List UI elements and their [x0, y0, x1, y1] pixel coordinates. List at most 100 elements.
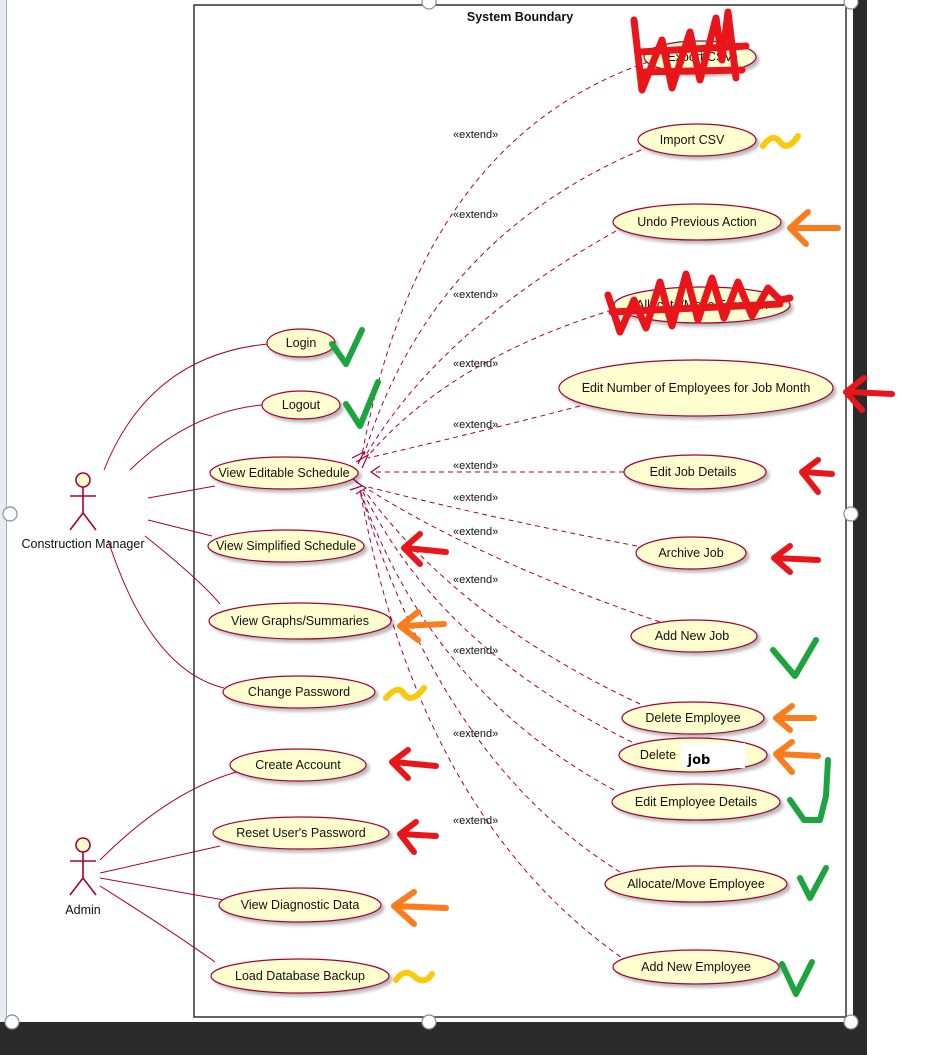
usecase-change-password-label: Change Password: [248, 685, 350, 699]
extend-label: «extend»: [453, 815, 498, 827]
extend-allocate-foreman: [367, 309, 613, 457]
usecase-add-new-job[interactable]: Add New Job: [630, 619, 758, 653]
tilde-mark: [393, 969, 435, 984]
usecase-view-graphs-summaries-label: View Graphs/Summaries: [231, 614, 369, 628]
resize-handle[interactable]: [843, 0, 859, 10]
usecase-change-password[interactable]: Change Password: [222, 675, 376, 709]
usecase-allocate-move-employee[interactable]: Allocate/Move Employee: [604, 865, 788, 903]
extend-edit-number: [367, 405, 581, 459]
extend-add-new-job: [365, 487, 661, 623]
usecase-undo-previous-action[interactable]: Undo Previous Action: [612, 203, 782, 241]
arrow-mark: [391, 889, 449, 927]
arrow-mark: [401, 531, 449, 567]
usecase-edit-employee-details[interactable]: Edit Employee Details: [611, 783, 781, 821]
resize-handle[interactable]: [421, 1014, 437, 1030]
extend-label: «extend»: [453, 289, 498, 301]
usecases-manager: Login Logout View Editable Schedule View…: [207, 328, 392, 709]
usecase-reset-users-password-label: Reset User's Password: [236, 826, 366, 840]
usecase-reset-users-password[interactable]: Reset User's Password: [212, 816, 390, 850]
actor-head: [75, 472, 91, 488]
usecase-delete-employee-label: Delete Employee: [645, 711, 740, 725]
usecase-view-diagnostic-data[interactable]: View Diagnostic Data: [218, 887, 382, 923]
usecase-load-database-backup-label: Load Database Backup: [235, 969, 365, 983]
arrow-mark: [397, 819, 439, 855]
extend-labels: «extend» «extend» «extend» «extend» «ext…: [453, 129, 498, 827]
system-boundary: [193, 4, 847, 1018]
usecase-allocate-move-employee-label: Allocate/Move Employee: [627, 877, 765, 891]
extend-arrowheads: [349, 450, 381, 495]
usecase-view-editable-schedule[interactable]: View Editable Schedule: [209, 456, 359, 490]
usecase-edit-job-details[interactable]: Edit Job Details: [623, 454, 767, 490]
extend-archive-job: [367, 486, 638, 547]
assoc-login: [103, 343, 269, 471]
assoc-change-password: [107, 539, 225, 689]
check-mark: [770, 637, 819, 679]
system-boundary-title: System Boundary: [467, 10, 573, 24]
assoc-view-graphs: [144, 535, 221, 605]
extend-label: «extend»: [453, 209, 498, 221]
usecase-create-account-label: Create Account: [255, 758, 341, 772]
extend-label: «extend»: [453, 645, 498, 657]
usecases-extensions: Export CSV Import CSV Undo Previous Acti…: [558, 40, 834, 985]
assoc-view-simplified: [147, 519, 213, 537]
actor-admin[interactable]: [69, 837, 97, 896]
image-selection-handles[interactable]: [2, 0, 859, 1030]
extend-label: «extend»: [453, 728, 498, 740]
usecase-add-new-employee-label: Add New Employee: [641, 960, 751, 974]
usecase-edit-number-of-employees-label: Edit Number of Employees for Job Month: [582, 381, 811, 395]
actor-label-construction-manager: Construction Manager: [22, 537, 145, 551]
scribble-mark: [604, 270, 794, 336]
usecase-view-diagnostic-data-label: View Diagnostic Data: [241, 898, 360, 912]
usecase-add-new-employee[interactable]: Add New Employee: [612, 949, 780, 985]
check-mark: [329, 327, 365, 367]
arrow-mark: [771, 543, 821, 575]
usecase-delete-employee[interactable]: Delete Employee: [621, 701, 765, 735]
assoc-reset-password: [99, 845, 221, 874]
usecase-view-editable-schedule-label: View Editable Schedule: [218, 466, 349, 480]
arrow-mark: [799, 457, 835, 495]
usecase-import-csv[interactable]: Import CSV: [637, 123, 757, 157]
usecase-archive-job[interactable]: Archive Job: [635, 536, 747, 570]
usecase-delete-job[interactable]: Delete job: [618, 737, 768, 773]
actor-label-admin: Admin: [65, 903, 100, 917]
scribble-mark: [630, 8, 750, 94]
usecase-load-database-backup[interactable]: Load Database Backup: [210, 958, 390, 994]
usecase-edit-number-of-employees[interactable]: Edit Number of Employees for Job Month: [558, 359, 834, 417]
usecase-view-simplified-schedule[interactable]: View Simplified Schedule: [207, 529, 365, 563]
extend-label: «extend»: [453, 574, 498, 586]
assoc-create-account: [99, 770, 241, 861]
check-mark: [797, 865, 829, 901]
arrow-mark: [773, 739, 821, 775]
usecase-add-new-job-label: Add New Job: [655, 629, 729, 643]
actor-construction-manager[interactable]: [69, 472, 97, 531]
usecase-edit-job-details-label: Edit Job Details: [650, 465, 737, 479]
resize-handle[interactable]: [843, 1014, 859, 1030]
extend-dependencies: [359, 61, 661, 963]
extend-allocate-employee: [359, 489, 621, 873]
extend-undo: [365, 230, 617, 456]
resize-handle[interactable]: [4, 1014, 20, 1030]
manager-associations: [103, 343, 269, 689]
extend-label: «extend»: [453, 460, 498, 472]
assoc-view-diagnostic: [99, 877, 225, 901]
arrow-mark: [773, 703, 817, 733]
usecase-undo-previous-action-label: Undo Previous Action: [637, 215, 757, 229]
usecase-create-account[interactable]: Create Account: [229, 748, 367, 782]
usecase-login[interactable]: Login: [266, 328, 336, 358]
usecase-logout[interactable]: Logout: [261, 390, 341, 420]
resize-handle[interactable]: [843, 506, 859, 522]
extend-delete-job: [361, 489, 641, 747]
usecase-import-csv-label: Import CSV: [660, 133, 725, 147]
extend-label: «extend»: [453, 526, 498, 538]
usecase-view-graphs-summaries[interactable]: View Graphs/Summaries: [208, 602, 392, 640]
usecase-delete-job-label: Delete: [640, 748, 676, 762]
resize-handle[interactable]: [421, 0, 437, 10]
tilde-mark: [383, 685, 427, 701]
extend-label: «extend»: [453, 492, 498, 504]
arrow-mark: [389, 747, 439, 781]
extend-export-csv: [361, 61, 649, 456]
pasted-white-patch: [681, 743, 745, 768]
tilde-mark: [760, 133, 801, 149]
extend-delete-employee: [363, 489, 641, 705]
resize-handle[interactable]: [2, 506, 18, 522]
